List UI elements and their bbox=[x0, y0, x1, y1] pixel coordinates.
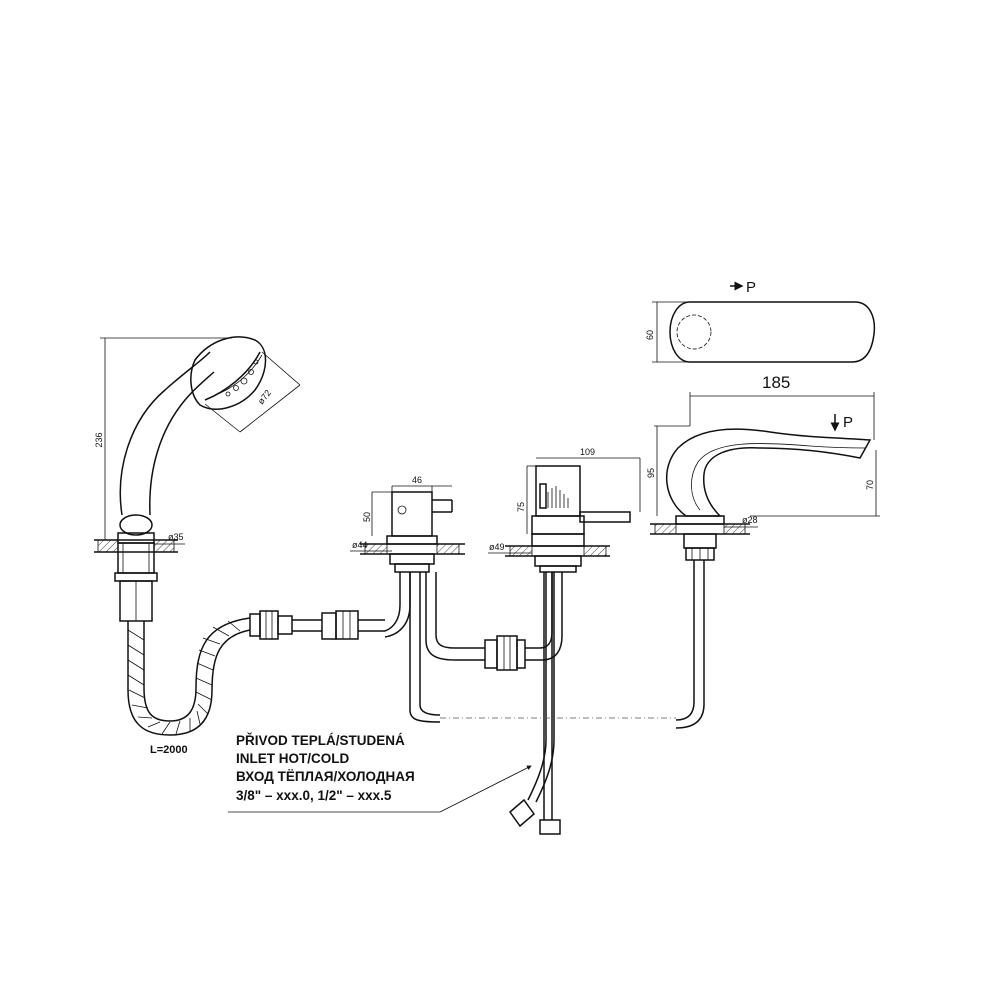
dim-46-label: 46 bbox=[412, 475, 422, 485]
dim-109-label: 109 bbox=[580, 447, 595, 457]
dim-50: 50 bbox=[362, 491, 392, 536]
dim-109: 109 bbox=[536, 447, 641, 512]
note-line-en: INLET HOT/COLD bbox=[236, 751, 349, 766]
spout-side-view: P bbox=[650, 414, 872, 729]
note-line-sizes: 3/8" – xxx.0, 1/2" – xxx.5 bbox=[236, 788, 392, 803]
hand-shower bbox=[94, 336, 267, 622]
mixer-connector bbox=[484, 572, 563, 671]
dim-60-label: 60 bbox=[645, 330, 655, 340]
dim-185-label: 185 bbox=[762, 373, 790, 392]
dim-95: 95 bbox=[646, 425, 690, 516]
hose-length-label: L=2000 bbox=[150, 744, 188, 756]
dim-185: 185 bbox=[689, 373, 875, 440]
dim-236: 236 bbox=[94, 337, 232, 540]
section-mark-side: P bbox=[843, 414, 853, 431]
dim-35-label: ø35 bbox=[168, 532, 184, 542]
dim-28: ø28 bbox=[724, 515, 758, 528]
dim-95-label: 95 bbox=[646, 468, 656, 478]
spout-top-view: 60 P bbox=[645, 279, 876, 363]
dim-49-label: ø49 bbox=[489, 542, 505, 552]
mixer-body bbox=[505, 465, 631, 835]
section-mark-top: P bbox=[746, 279, 756, 296]
diverter-valve bbox=[360, 491, 485, 723]
dim-44: ø44 bbox=[350, 540, 392, 552]
dim-46: 46 bbox=[391, 475, 452, 492]
dim-28-label: ø28 bbox=[742, 515, 758, 525]
note-line-cz: PŘIVOD TEPLÁ/STUDENÁ bbox=[236, 733, 405, 748]
dim-49: ø49 bbox=[488, 542, 532, 554]
shower-hose bbox=[127, 610, 385, 736]
dim-236-label: 236 bbox=[94, 432, 104, 447]
dim-44-label: ø44 bbox=[352, 540, 368, 550]
dim-75-label: 75 bbox=[516, 502, 526, 512]
dim-35: ø35 bbox=[154, 532, 185, 545]
dim-70: 70 bbox=[750, 450, 880, 517]
dim-75: 75 bbox=[516, 465, 536, 534]
dim-70-label: 70 bbox=[865, 480, 875, 490]
dim-72-label: ø72 bbox=[256, 388, 273, 406]
inlet-note: PŘIVOD TEPLÁ/STUDENÁ INLET HOT/COLD ВХОД… bbox=[228, 733, 532, 813]
dim-50-label: 50 bbox=[362, 512, 372, 522]
note-line-ru: ВХОД ТЁПЛАЯ/ХОЛОДНАЯ bbox=[236, 769, 415, 784]
